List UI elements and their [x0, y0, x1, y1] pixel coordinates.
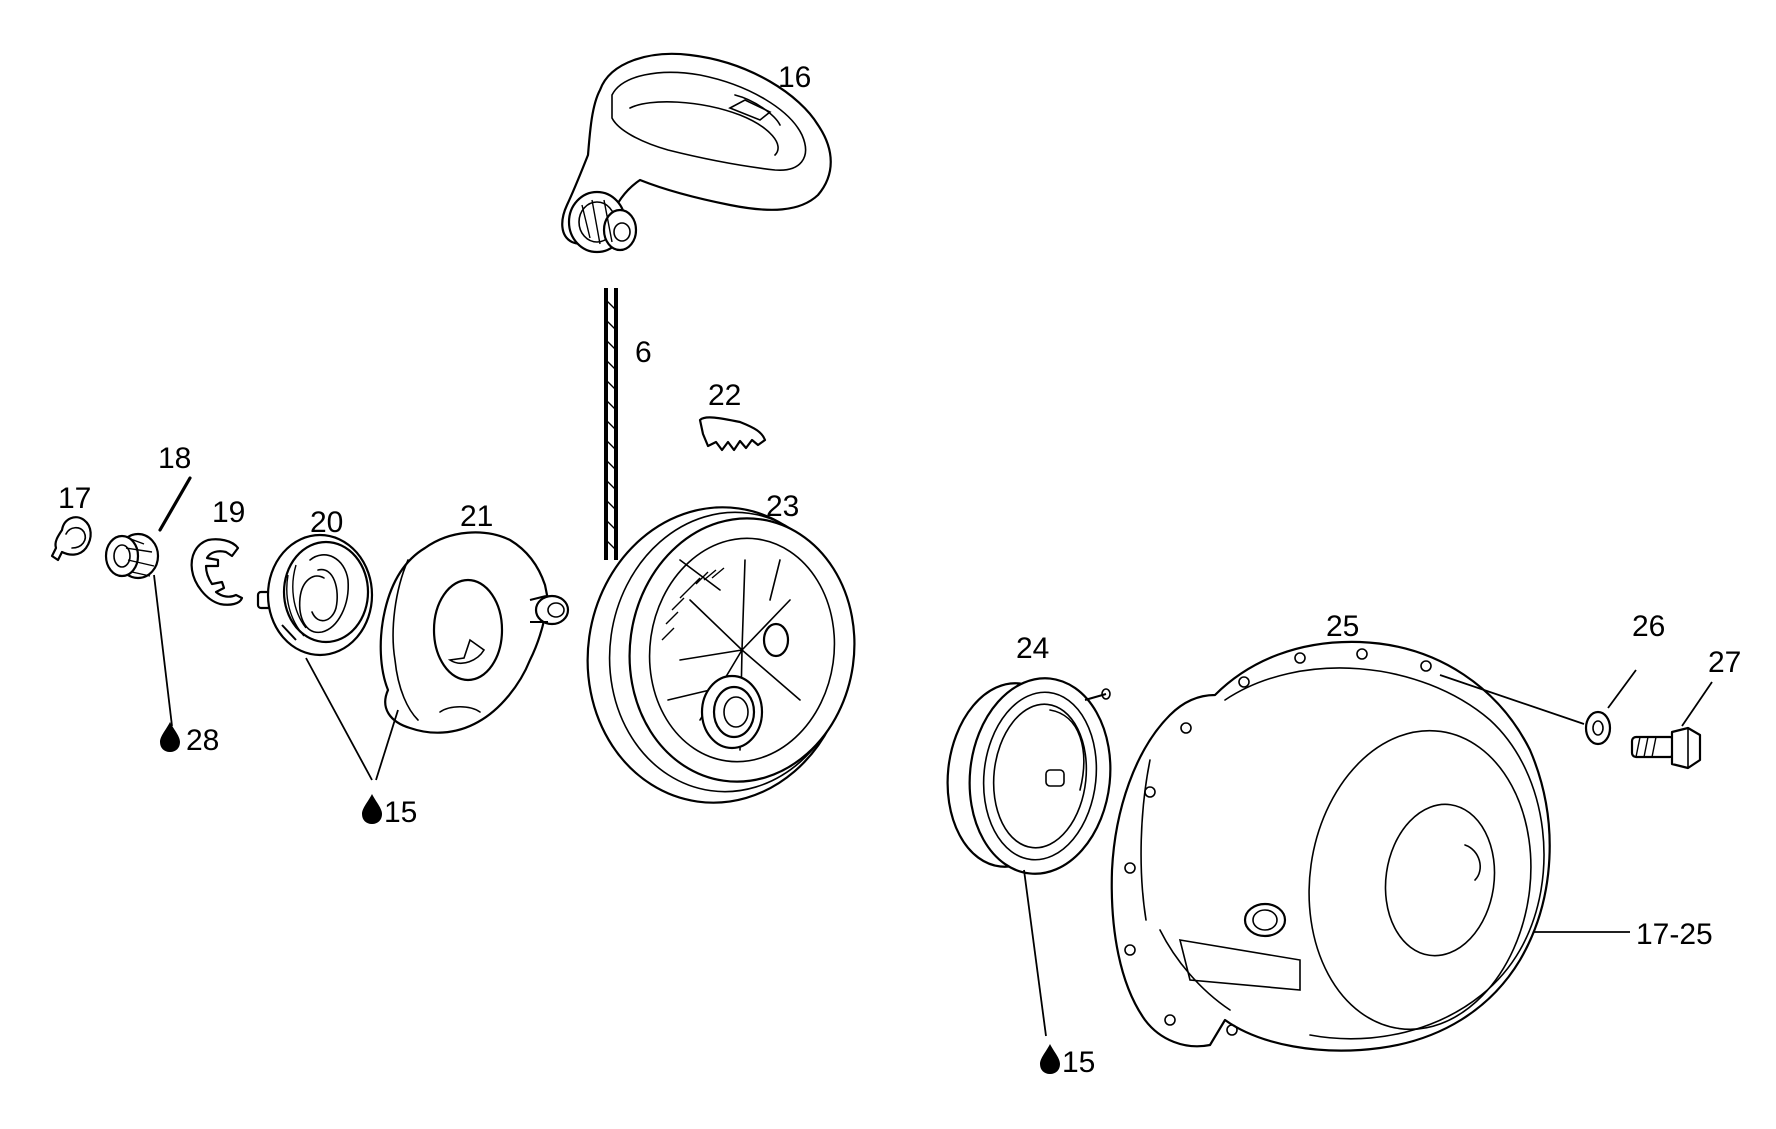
label-28: 28	[186, 724, 219, 757]
oil-drop-icon	[362, 794, 382, 824]
label-15-left-with-grease-icon: 15	[362, 794, 417, 829]
label-19: 19	[212, 496, 245, 529]
part-labels: 16 6 22 17 18 19 20 21 23 24 25 26 27 17…	[58, 61, 1741, 1079]
part-22-pawl[interactable]	[698, 416, 767, 452]
label-23: 23	[766, 490, 799, 523]
label-24: 24	[1016, 632, 1049, 665]
part-26-washer[interactable]	[1584, 710, 1612, 746]
oil-drop-icon	[160, 722, 180, 752]
label-15-left: 15	[384, 796, 417, 829]
label-16: 16	[778, 61, 811, 94]
part-18-spring[interactable]	[104, 476, 192, 580]
label-21: 21	[460, 500, 493, 533]
label-17: 17	[58, 482, 91, 515]
oil-drop-icon	[1040, 1044, 1060, 1074]
label-22: 22	[708, 379, 741, 412]
label-15-right: 15	[1062, 1046, 1095, 1079]
part-6-starter-rope[interactable]	[604, 288, 618, 560]
label-28-with-grease-icon: 28	[160, 722, 219, 757]
leader-lines	[153, 574, 1713, 1037]
part-25-starter-housing[interactable]	[1110, 640, 1551, 1052]
part-20-spring-cassette[interactable]	[256, 533, 374, 657]
label-18: 18	[158, 442, 191, 475]
part-17-retaining-ring[interactable]	[50, 516, 92, 562]
label-25: 25	[1326, 610, 1359, 643]
label-27: 27	[1708, 646, 1741, 679]
part-27-screw[interactable]	[1630, 726, 1702, 770]
part-16-starter-handle[interactable]	[561, 52, 832, 254]
label-6: 6	[635, 336, 652, 369]
part-21-pawl-plate[interactable]	[379, 531, 570, 734]
part-24-spring-housing[interactable]	[939, 671, 1120, 881]
label-15-right-with-grease-icon: 15	[1040, 1044, 1095, 1079]
label-17-25: 17-25	[1636, 918, 1713, 951]
label-20: 20	[310, 506, 343, 539]
part-19-e-clip[interactable]	[190, 538, 244, 606]
label-26: 26	[1632, 610, 1665, 643]
part-23-rope-pulley[interactable]	[569, 490, 872, 819]
